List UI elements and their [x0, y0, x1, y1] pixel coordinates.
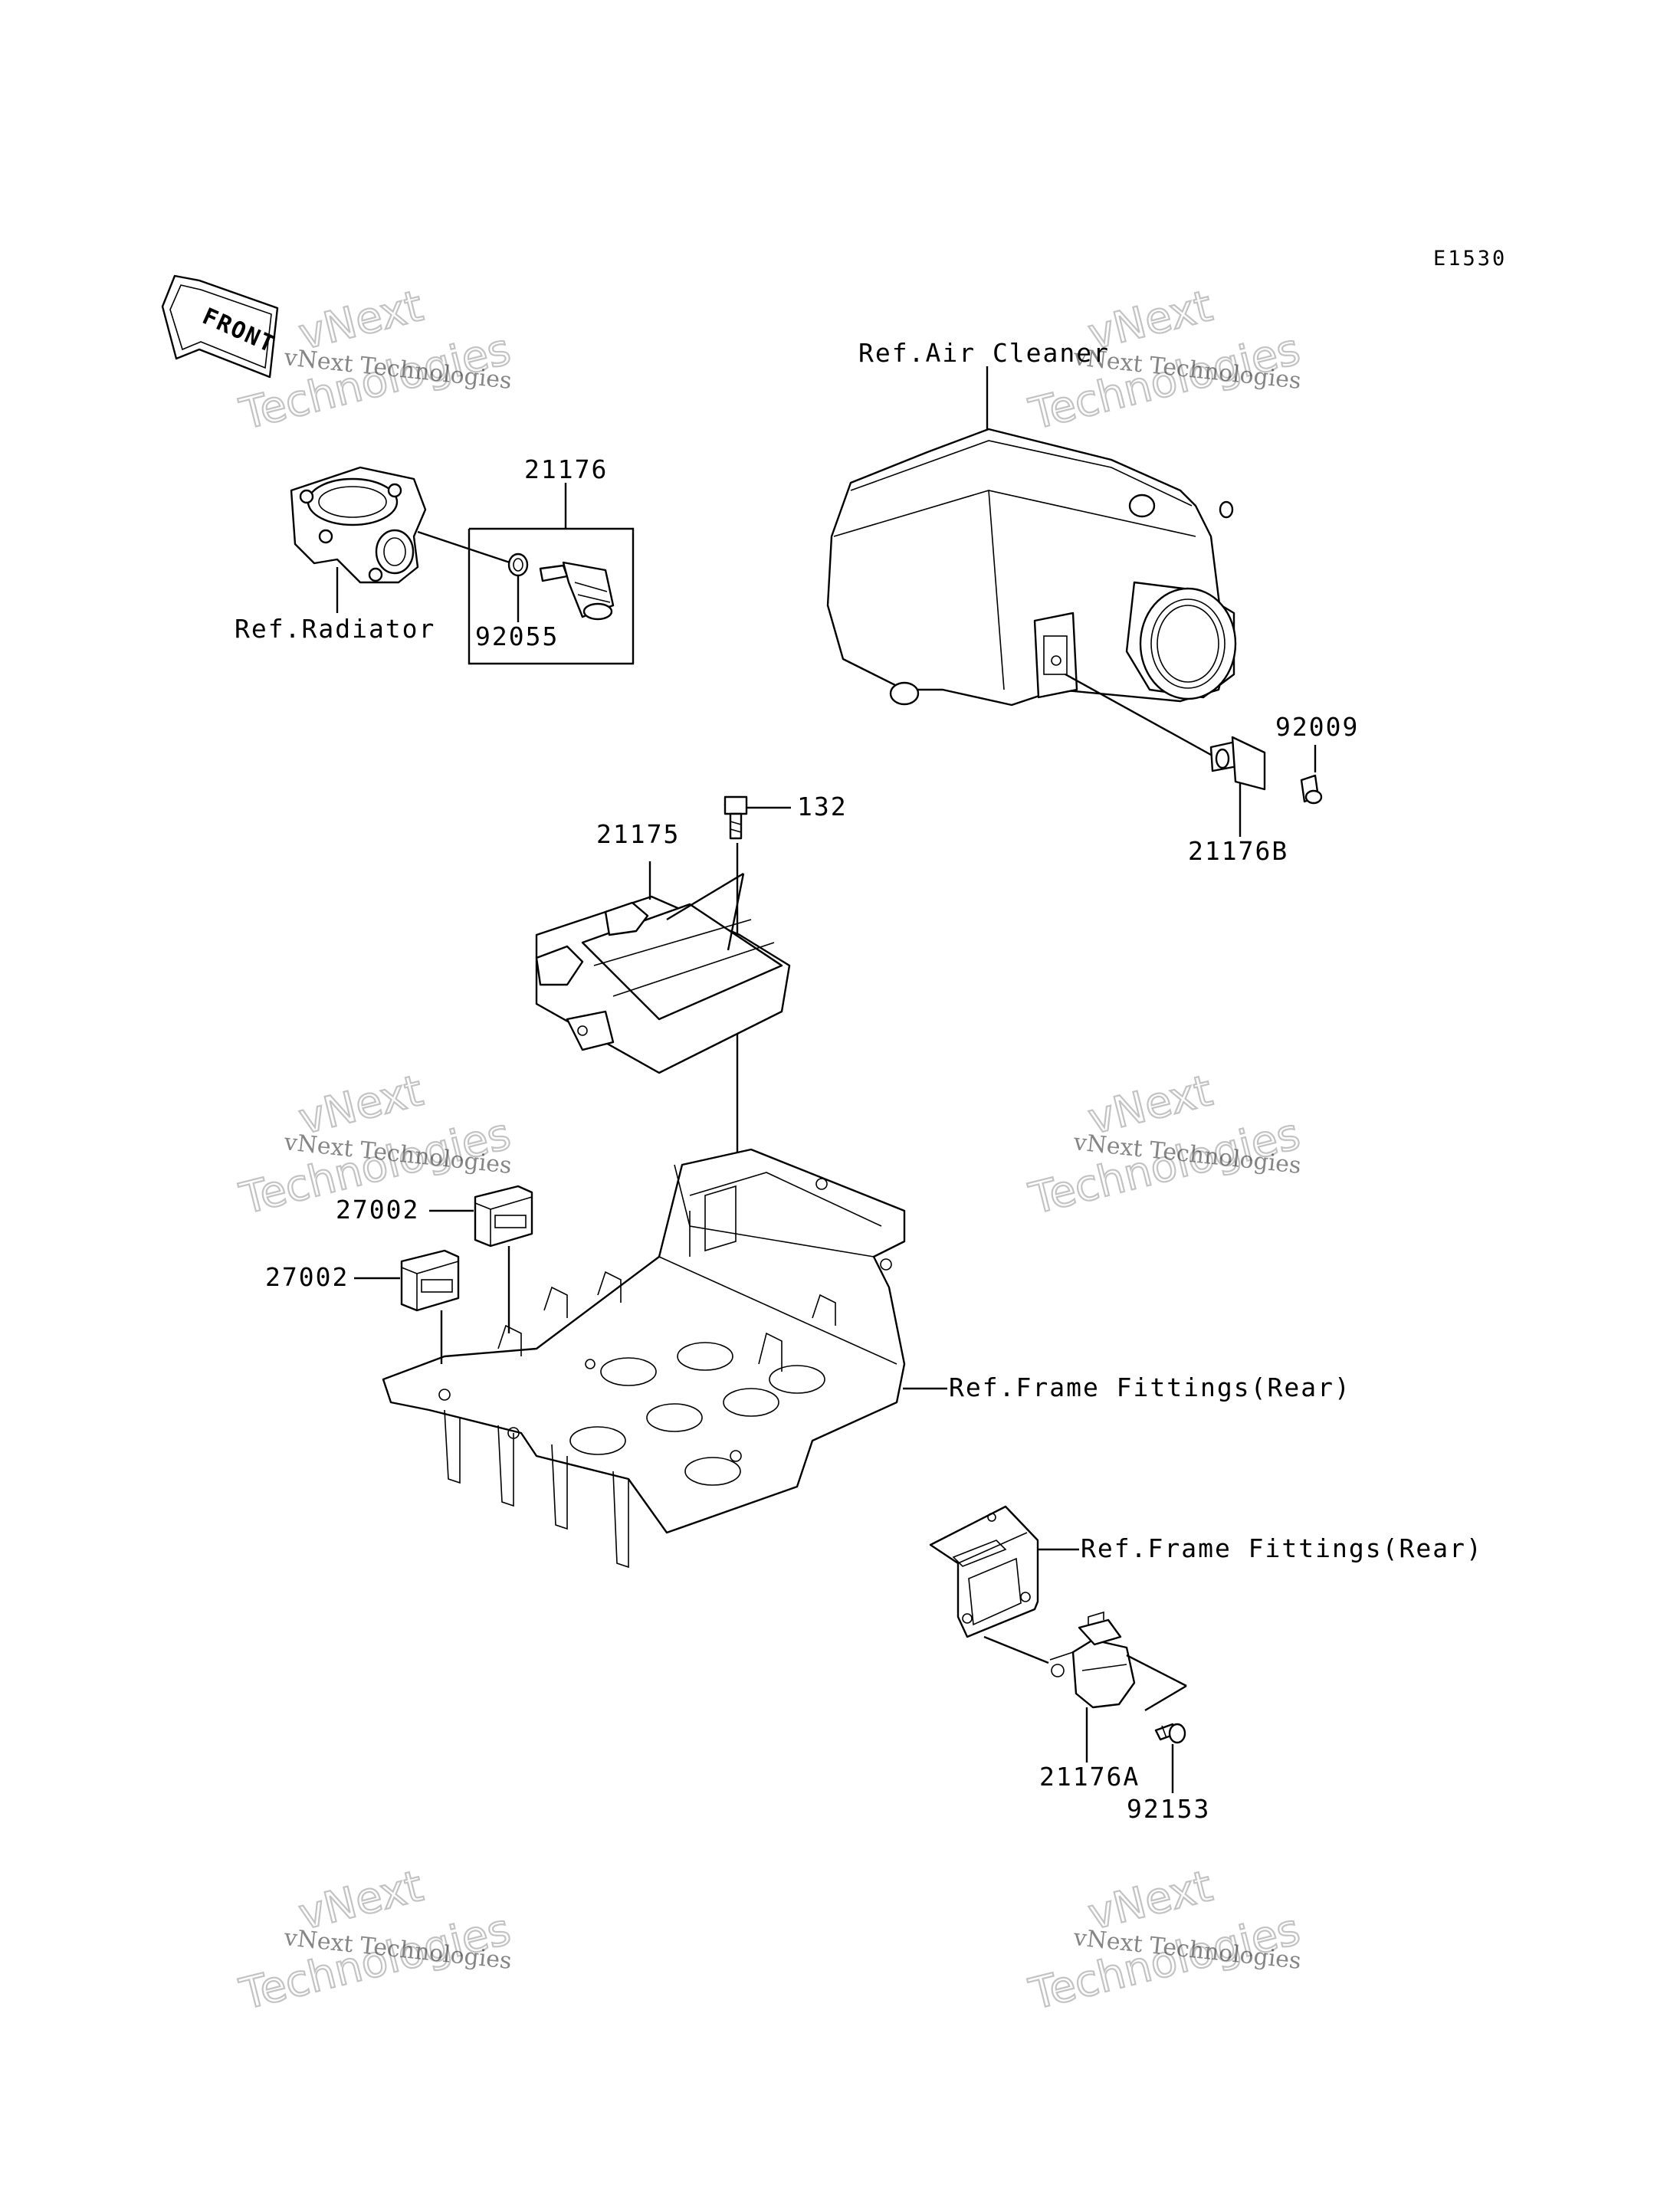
part-label-27002-upper: 27002 — [336, 1195, 419, 1225]
front-arrow-icon: FRONT — [161, 274, 280, 379]
part-label-21176B: 21176B — [1188, 836, 1288, 866]
part-label-92055: 92055 — [475, 621, 559, 651]
mount-bracket — [929, 1505, 1079, 1664]
part-label-21176: 21176 — [524, 454, 608, 484]
bolt-92153 — [1154, 1723, 1186, 1793]
air-cleaner-housing — [826, 366, 1237, 707]
part-label-27002-lower: 27002 — [265, 1262, 349, 1292]
watermark-bottom-right: vNext Technologies vNext Technologies — [1024, 1861, 1306, 2021]
watermark-top-left: vNext Technologies vNext Technologies — [235, 280, 517, 441]
screw-92009 — [1300, 745, 1323, 805]
part-label-92153: 92153 — [1127, 1794, 1210, 1824]
radiator-housing — [290, 466, 427, 613]
o-ring-92055 — [507, 553, 529, 622]
ecu-21175 — [535, 861, 791, 1074]
ref-frame-fittings-label-2: Ref.Frame Fittings(Rear) — [1081, 1533, 1483, 1563]
watermark-mid-right: vNext Technologies vNext Technologies — [1024, 1065, 1306, 1225]
relay-27002-upper — [429, 1185, 533, 1333]
part-label-21175: 21175 — [596, 819, 680, 849]
sensor-21176B — [1209, 736, 1266, 837]
ref-frame-fittings-label-1: Ref.Frame Fittings(Rear) — [949, 1372, 1351, 1402]
battery-case — [382, 1148, 906, 1569]
diagram-code: E1530 — [1433, 247, 1507, 271]
sensor-21176A — [1049, 1611, 1187, 1763]
part-label-132: 132 — [797, 792, 848, 821]
part-label-21176A: 21176A — [1039, 1762, 1140, 1792]
relay-27002-lower — [354, 1249, 460, 1364]
ref-radiator-label: Ref.Radiator — [235, 614, 435, 644]
watermark-bottom-left: vNext Technologies vNext Technologies — [235, 1861, 517, 2021]
temperature-sensor — [539, 561, 615, 621]
part-label-92009: 92009 — [1275, 712, 1359, 742]
ref-air-cleaner-label: Ref.Air Cleaner — [858, 338, 1110, 368]
bracket-21176 — [468, 483, 635, 665]
